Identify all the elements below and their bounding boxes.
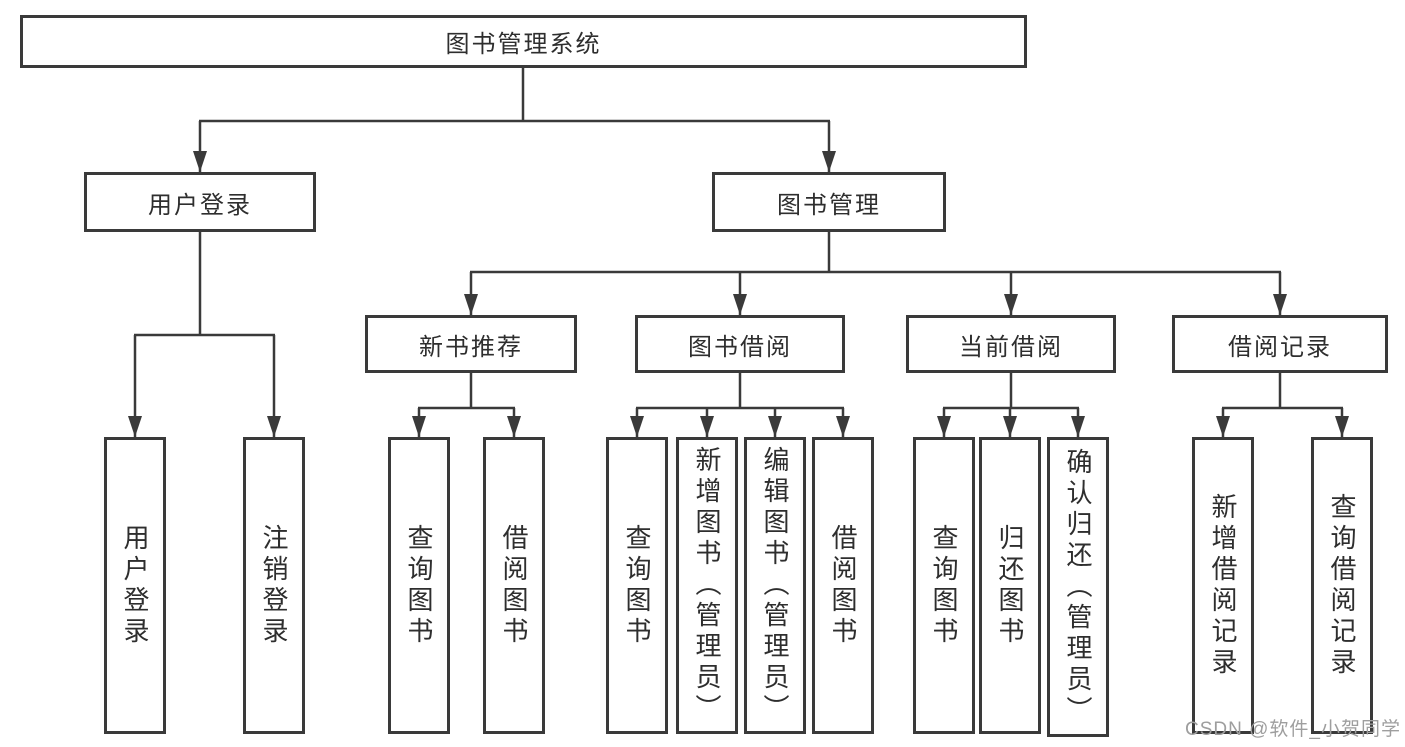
node-book-borrow: 图书借阅 <box>635 315 845 373</box>
leaf-newbooks-query: 查询图书 <box>388 437 450 734</box>
leaf-records-query: 查询借阅记录 <box>1311 437 1373 734</box>
node-new-book-recommend-label: 新书推荐 <box>419 333 523 361</box>
leaf-user-login-label: 用户登录 <box>120 523 150 648</box>
leaf-records-add-label: 新增借阅记录 <box>1208 492 1238 679</box>
leaf-newbooks-query-label: 查询图书 <box>404 523 434 648</box>
leaf-records-query-label: 查询借阅记录 <box>1327 492 1357 679</box>
leaf-current-query-label: 查询图书 <box>929 523 959 648</box>
node-user-login: 用户登录 <box>84 172 316 232</box>
csdn-watermark: CSDN @软件_小贺同学 <box>1185 719 1401 740</box>
leaf-newbooks-borrow: 借阅图书 <box>483 437 545 734</box>
leaf-records-add: 新增借阅记录 <box>1192 437 1254 734</box>
node-borrow-records-label: 借阅记录 <box>1228 333 1332 361</box>
leaf-current-confirm-admin-label: 确认归还（管理员） <box>1063 447 1093 727</box>
leaf-user-login: 用户登录 <box>104 437 166 734</box>
node-borrow-records: 借阅记录 <box>1172 315 1388 373</box>
leaf-borrow-query-label: 查询图书 <box>622 523 652 648</box>
leaf-logout-label: 注销登录 <box>259 523 289 648</box>
leaf-newbooks-borrow-label: 借阅图书 <box>499 523 529 648</box>
leaf-current-confirm-admin: 确认归还（管理员） <box>1047 437 1109 737</box>
node-library-system-label: 图书管理系统 <box>445 31 602 58</box>
leaf-borrow-query: 查询图书 <box>606 437 668 734</box>
node-user-login-label: 用户登录 <box>148 191 252 219</box>
node-book-borrow-label: 图书借阅 <box>688 333 792 361</box>
node-new-book-recommend: 新书推荐 <box>365 315 577 373</box>
leaf-borrow-edit-admin-label: 编辑图书（管理员） <box>760 446 790 725</box>
node-current-borrow-label: 当前借阅 <box>959 333 1063 361</box>
node-book-management: 图书管理 <box>712 172 946 232</box>
leaf-logout: 注销登录 <box>243 437 305 734</box>
leaf-borrow-add-admin-label: 新增图书（管理员） <box>692 446 722 725</box>
leaf-borrow-add-admin: 新增图书（管理员） <box>676 437 738 734</box>
node-library-system: 图书管理系统 <box>20 15 1027 68</box>
node-current-borrow: 当前借阅 <box>906 315 1116 373</box>
leaf-current-return-label: 归还图书 <box>995 523 1025 648</box>
leaf-borrow-borrow-label: 借阅图书 <box>828 523 858 648</box>
node-book-management-label: 图书管理 <box>777 191 881 219</box>
leaf-borrow-edit-admin: 编辑图书（管理员） <box>744 437 806 734</box>
leaf-current-query: 查询图书 <box>913 437 975 734</box>
leaf-borrow-borrow: 借阅图书 <box>812 437 874 734</box>
leaf-current-return: 归还图书 <box>979 437 1041 734</box>
